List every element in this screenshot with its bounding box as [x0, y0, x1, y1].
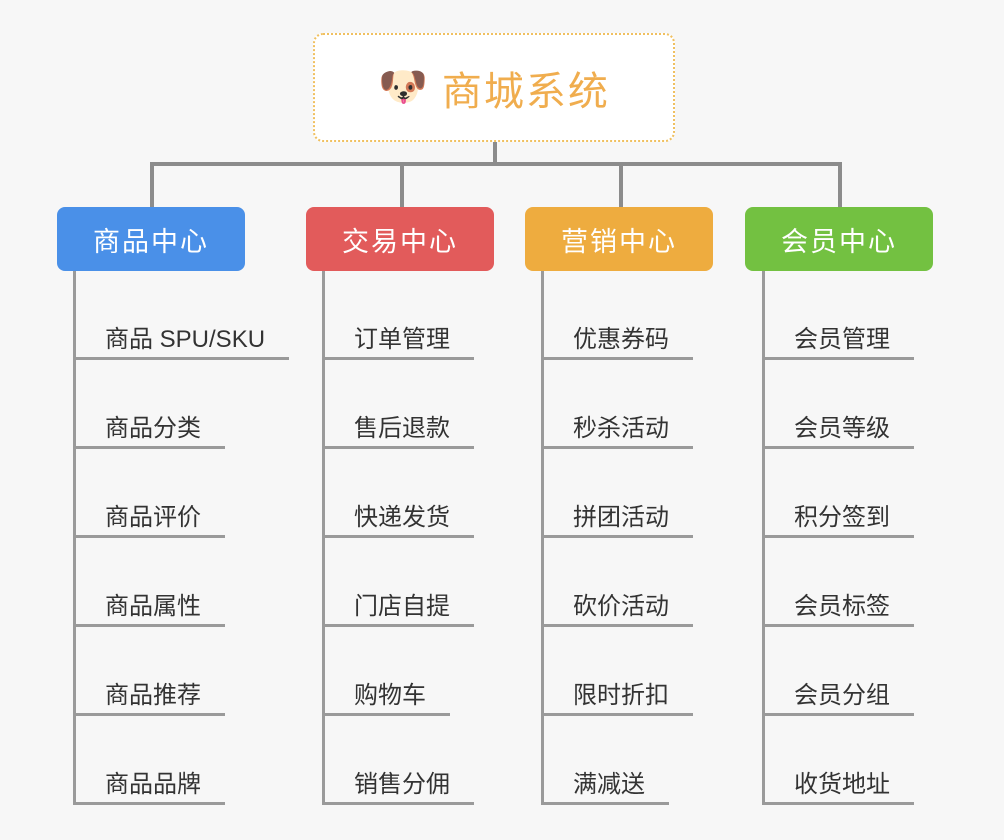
leaf-item-label: 快递发货: [322, 506, 474, 538]
leaf-item[interactable]: 购物车: [322, 627, 474, 716]
leaf-item-label: 商品 SPU/SKU: [73, 328, 290, 360]
connector-drop-marketing-center: [619, 162, 623, 208]
leaf-item-label: 商品评价: [73, 506, 225, 538]
leaf-column-member-center: 会员管理 会员等级 积分签到 会员标签 会员分组 收货地址: [762, 271, 914, 805]
leaf-item-label: 收货地址: [762, 773, 914, 805]
leaf-item[interactable]: 秒杀活动: [541, 360, 693, 449]
leaf-item-label: 会员管理: [762, 328, 914, 360]
category-label-product-center: 商品中心: [93, 226, 209, 257]
category-box-product-center[interactable]: 商品中心: [57, 207, 245, 271]
category-label-trade-center: 交易中心: [342, 226, 458, 257]
leaf-item-label: 会员等级: [762, 417, 914, 449]
leaf-item[interactable]: 会员等级: [762, 360, 914, 449]
leaf-item[interactable]: 会员管理: [762, 271, 914, 360]
category-box-member-center[interactable]: 会员中心: [745, 207, 933, 271]
leaf-item[interactable]: 会员分组: [762, 627, 914, 716]
leaf-item-label: 门店自提: [322, 595, 474, 627]
connector-root-stem: [493, 142, 497, 164]
category-box-trade-center[interactable]: 交易中心: [306, 207, 494, 271]
leaf-column-product-center: 商品 SPU/SKU 商品分类 商品评价 商品属性 商品推荐 商品品牌: [73, 271, 290, 805]
category-label-member-center: 会员中心: [781, 226, 897, 257]
leaf-item-label: 会员标签: [762, 595, 914, 627]
leaf-item-label: 秒杀活动: [541, 417, 693, 449]
leaf-item[interactable]: 快递发货: [322, 449, 474, 538]
leaf-item[interactable]: 商品分类: [73, 360, 289, 449]
leaf-item[interactable]: 商品属性: [73, 538, 289, 627]
leaf-item-label: 会员分组: [762, 684, 914, 716]
leaf-item-label: 商品品牌: [73, 773, 225, 805]
leaf-item[interactable]: 商品 SPU/SKU: [73, 271, 290, 360]
leaf-spine-marketing-center: [541, 271, 544, 805]
root-node-shopping-mall-system[interactable]: 🐶 商城系统: [313, 33, 675, 142]
leaf-item[interactable]: 限时折扣: [541, 627, 693, 716]
leaf-item-label: 销售分佣: [322, 773, 474, 805]
leaf-item[interactable]: 销售分佣: [322, 716, 474, 805]
leaf-item-label: 商品分类: [73, 417, 225, 449]
leaf-column-marketing-center: 优惠券码 秒杀活动 拼团活动 砍价活动 限时折扣 满减送: [541, 271, 693, 805]
leaf-item-label: 购物车: [322, 684, 450, 716]
leaf-item[interactable]: 优惠券码: [541, 271, 693, 360]
leaf-item-label: 商品推荐: [73, 684, 225, 716]
leaf-item[interactable]: 售后退款: [322, 360, 474, 449]
leaf-item-label: 积分签到: [762, 506, 914, 538]
leaf-item[interactable]: 积分签到: [762, 449, 914, 538]
leaf-item[interactable]: 会员标签: [762, 538, 914, 627]
leaf-item-label: 售后退款: [322, 417, 474, 449]
category-label-marketing-center: 营销中心: [561, 226, 677, 257]
leaf-item[interactable]: 拼团活动: [541, 449, 693, 538]
leaf-item[interactable]: 订单管理: [322, 271, 474, 360]
leaf-spine-trade-center: [322, 271, 325, 805]
leaf-item[interactable]: 门店自提: [322, 538, 474, 627]
leaf-item-label: 订单管理: [322, 328, 474, 360]
leaf-item[interactable]: 商品推荐: [73, 627, 289, 716]
dog-face-icon: 🐶: [378, 64, 428, 109]
leaf-item-label: 限时折扣: [541, 684, 693, 716]
connector-drop-trade-center: [400, 162, 404, 208]
leaf-item[interactable]: 砍价活动: [541, 538, 693, 627]
category-box-marketing-center[interactable]: 营销中心: [525, 207, 713, 271]
leaf-spine-product-center: [73, 271, 76, 805]
leaf-item-label: 砍价活动: [541, 595, 693, 627]
leaf-item-label: 优惠券码: [541, 328, 693, 360]
root-node-label: 商城系统: [441, 69, 610, 114]
leaf-item[interactable]: 商品品牌: [73, 716, 289, 805]
leaf-item-label: 满减送: [541, 773, 669, 805]
leaf-item[interactable]: 满减送: [541, 716, 693, 805]
leaf-item-label: 商品属性: [73, 595, 225, 627]
connector-drop-member-center: [838, 162, 842, 208]
leaf-item-label: 拼团活动: [541, 506, 693, 538]
leaf-column-trade-center: 订单管理 售后退款 快递发货 门店自提 购物车 销售分佣: [322, 271, 474, 805]
leaf-item[interactable]: 商品评价: [73, 449, 289, 538]
leaf-item[interactable]: 收货地址: [762, 716, 914, 805]
connector-horizontal-bus: [150, 162, 842, 166]
connector-drop-product-center: [150, 162, 154, 208]
leaf-spine-member-center: [762, 271, 765, 805]
